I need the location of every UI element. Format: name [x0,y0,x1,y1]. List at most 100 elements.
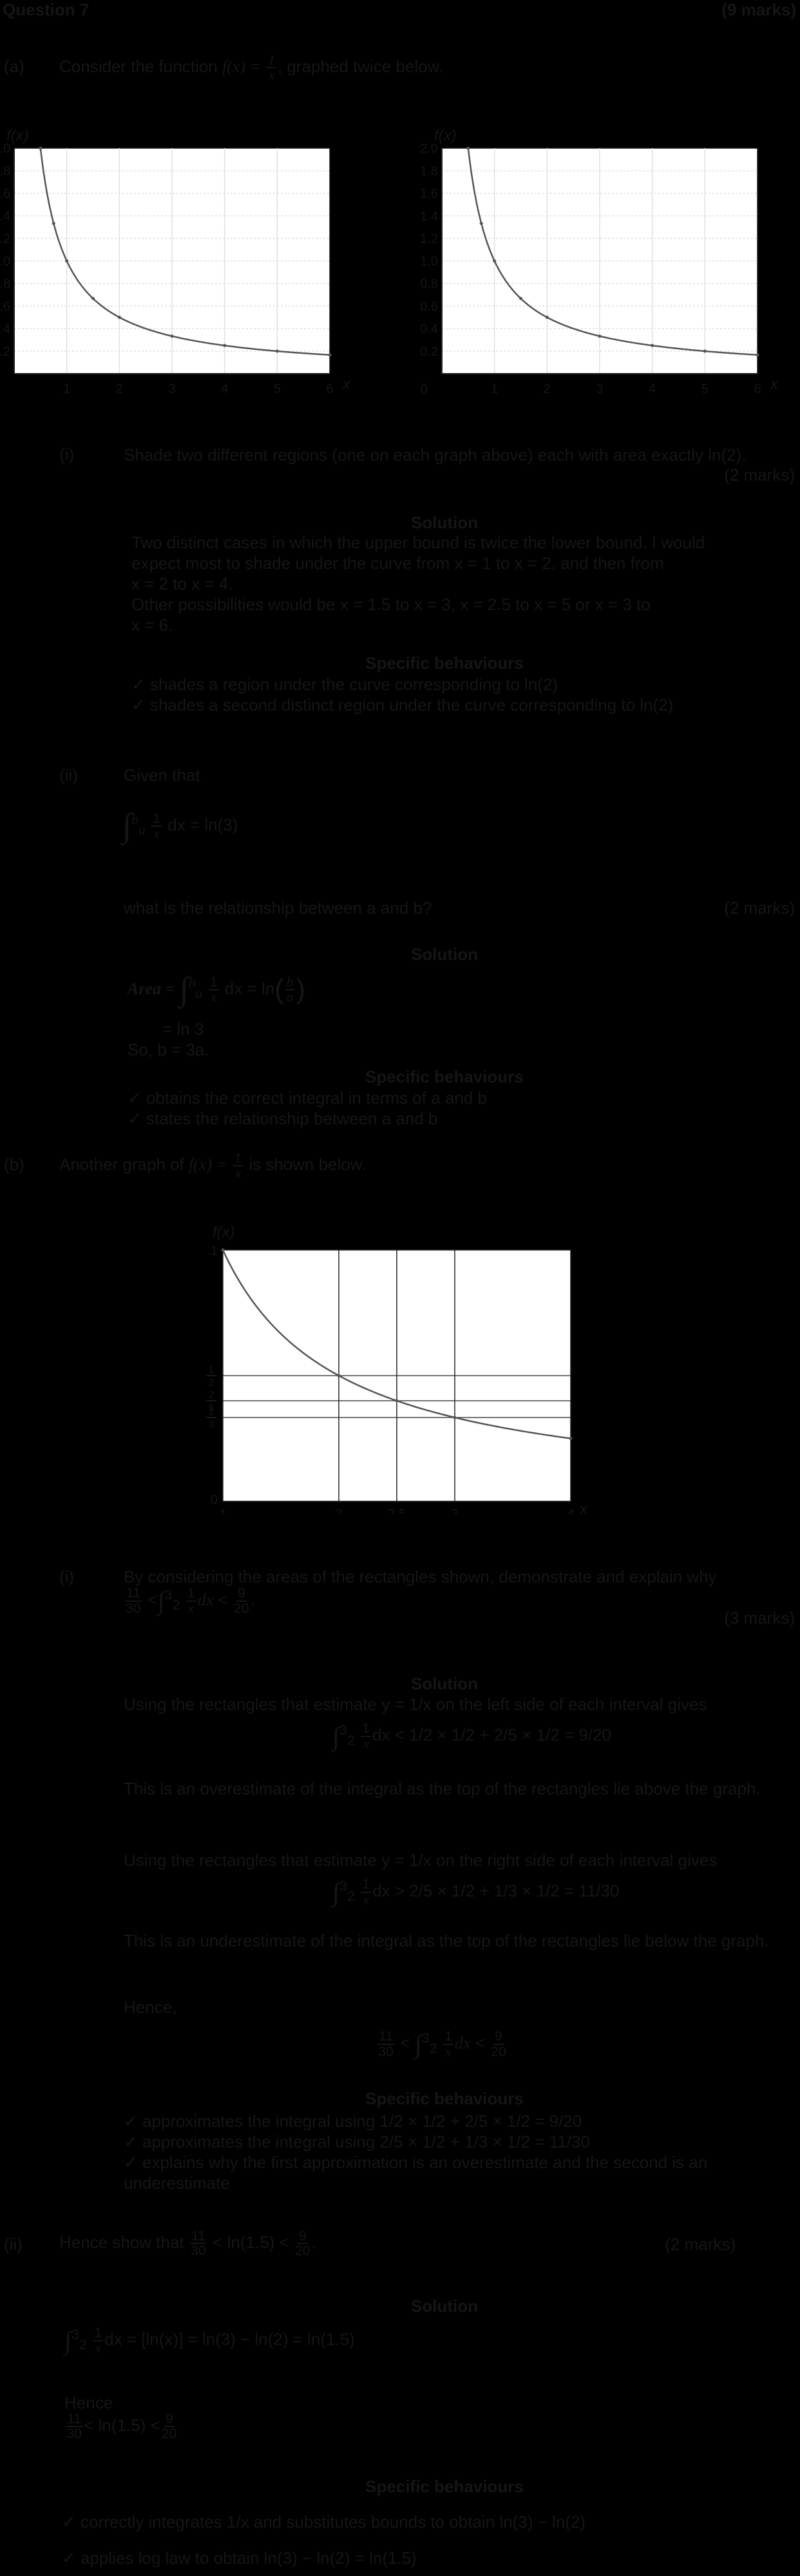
y-frac-numerator: 1 [209,1407,214,1418]
part-b-ii-label: (ii) [4,2235,23,2254]
y-tick-label: 1.0 [420,255,438,269]
x-tick-label: 5 [701,382,709,396]
curve-data-point [91,296,95,300]
y-frac-denominator: 5 [209,1403,214,1414]
x-tick-label: 2 [116,382,123,396]
behaviours-a-ii: ✓ obtains the correct integral in terms … [128,1088,487,1129]
curve-data-point [117,316,121,319]
curve-data-point [569,1437,573,1440]
check-icon: ✓ [128,1088,147,1108]
y-frac-denominator: 3 [209,1419,214,1430]
x-tick-label: 1 [63,382,70,396]
curve-data-point [756,353,759,357]
behaviour-item: ✓ states the relationship between a and … [128,1109,438,1128]
x-tick-label: 3 [168,382,175,396]
curve-data-point [328,353,332,357]
x-tick-label: 4 [649,382,656,396]
part-b-label: (b) [4,1155,24,1174]
curve-data-point [466,146,470,150]
y-tick-label: 1 [211,1244,218,1258]
y-tick-label: 0.6 [0,300,10,314]
curve-data-point [52,222,55,226]
x-tick-label: 6 [326,382,333,396]
x-axis-label: x [770,376,779,393]
solution-title-a-i: Solution [411,513,478,532]
behaviours-title-a-ii: Specific behaviours [365,1067,524,1086]
question-number: Question 7 [3,0,90,19]
y-frac-numerator: 1 [209,1365,214,1376]
x-tick-label: 1 [219,1507,226,1514]
part-b-ii-marks: (2 marks) [665,2235,736,2254]
curve-data-point [223,343,227,347]
behaviours-title-a-i: Specific behaviours [365,653,524,673]
solution-b-i-over: This is an overestimate of the integral … [124,1779,761,1798]
y-axis-label: f(x) [213,1224,235,1241]
behaviour-item: ✓ shades a region under the curve corres… [131,675,558,694]
y-tick-label: 0.2 [0,345,10,359]
part-a-ii-question: what is the relationship between a and b… [124,898,432,918]
curve-data-point [65,259,69,263]
y-frac-denominator: 2 [209,1378,214,1389]
y-axis-label: f(x) [6,127,29,144]
x-tick-label: 4 [567,1507,574,1514]
solution-line: expect most to shade under the curve fro… [131,553,664,573]
check-icon: ✓ [131,695,151,715]
part-a-label: (a) [4,57,24,76]
x-tick-label: 4 [221,382,228,396]
curve-data-point [493,259,497,263]
curve-data-point [337,1374,341,1378]
curve-data-point [39,146,43,150]
solution-b-ii-hence: Hence [64,2393,113,2412]
x-tick-label: 6 [754,382,761,396]
part-a-i-label: (i) [59,445,75,464]
y-tick-label: 1.4 [0,209,10,224]
x-tick-label: 2 [335,1507,342,1514]
x-tick-label: 3 [451,1507,458,1514]
x-tick-label: 0 [420,382,427,396]
solution-b-i-left-text: Using the rectangles that estimate y = 1… [124,1695,707,1714]
solution-title-b-i: Solution [411,1674,478,1693]
y-tick-label: 1.8 [0,164,10,178]
x-tick-label: 2.5 [388,1507,406,1514]
solution-a-i-text: Two distinct cases in which the upper bo… [131,532,795,635]
y-tick-label: 1.4 [420,209,438,224]
behaviours-a-i: ✓ shades a region under the curve corres… [131,674,673,715]
part-a-ii-given: Given that [124,765,200,785]
y-tick-label: 0.6 [420,300,438,314]
part-a-ii-label: (ii) [59,765,78,785]
check-icon: ✓ [128,1109,147,1128]
part-a-i-question: Shade two different regions (one on each… [124,445,747,465]
curve-data-point [221,1248,225,1252]
y-tick-label: 1.6 [420,187,438,201]
check-icon: ✓ [62,2548,81,2568]
curve-1-over-x [39,148,330,356]
y-tick-label: 1.6 [0,187,10,201]
question-marks: (9 marks) [721,0,796,19]
y-tick-label: 1.2 [0,232,10,246]
solution-a-ii-so: So, b = 3a. [128,1040,209,1059]
curve-data-point [598,334,602,338]
graph-left: 2.01.81.61.41.21.00.80.60.40.20123456f(x… [0,127,351,396]
behaviours-title-b-ii: Specific behaviours [365,2477,524,2496]
solution-title-a-ii: Solution [411,945,478,964]
y-tick-label: 1.0 [0,255,10,269]
solution-line: x = 2 to x = 4. [131,574,233,593]
solution-title-b-ii: Solution [411,2296,478,2316]
y-tick-label: 0 [211,1493,218,1507]
y-axis-label: f(x) [434,127,457,144]
x-axis-label: x [342,376,351,393]
solution-b-i-right-text: Using the rectangles that estimate y = 1… [124,1850,718,1870]
behaviour-item: ✓ applies log law to obtain ln(3) − ln(2… [62,2548,417,2568]
curve-1-over-x [467,148,758,356]
